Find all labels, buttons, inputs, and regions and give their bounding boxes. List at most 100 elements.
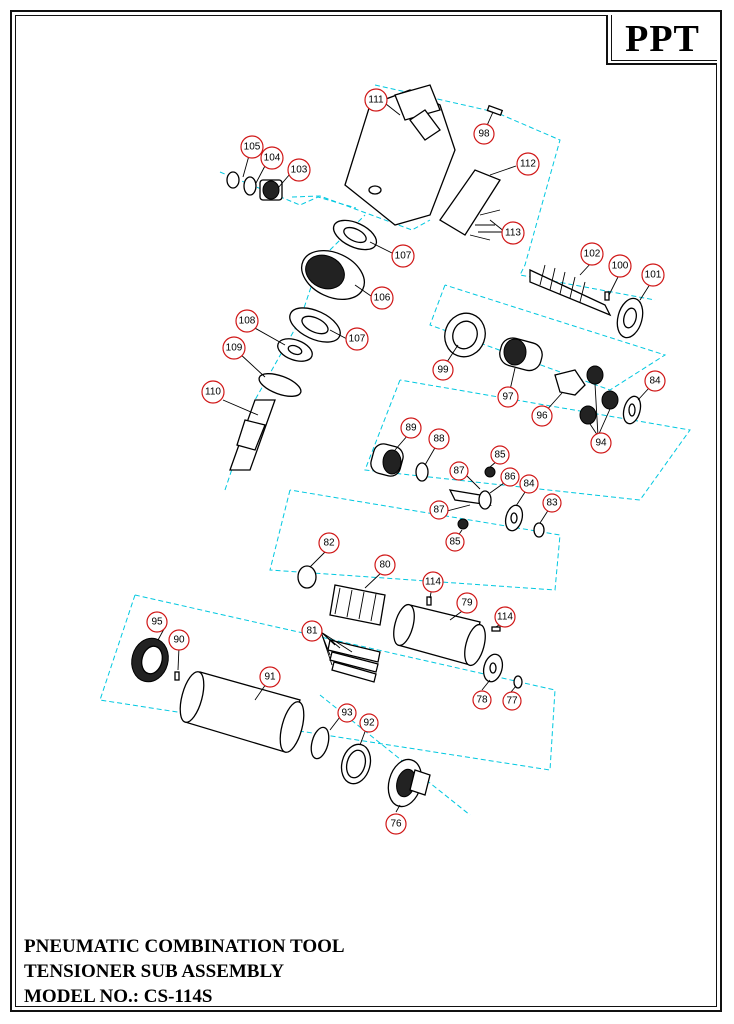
callout-90: 90 bbox=[168, 629, 190, 651]
callout-84-lower: 84 bbox=[519, 474, 539, 494]
part-90-pin bbox=[174, 671, 180, 681]
part-82-bearing bbox=[297, 565, 317, 589]
part-81-vanes bbox=[327, 639, 381, 683]
svg-text:85: 85 bbox=[494, 450, 506, 461]
part-94-planet-gears bbox=[579, 365, 619, 425]
title-block: PNEUMATIC COMBINATION TOOL TENSIONER SUB… bbox=[24, 934, 345, 1009]
callout-85-upper: 85 bbox=[490, 445, 510, 465]
svg-text:84: 84 bbox=[649, 376, 661, 387]
svg-text:78: 78 bbox=[476, 695, 488, 706]
callout-104: 104 bbox=[260, 146, 284, 170]
part-84-bearing-a bbox=[622, 395, 642, 425]
svg-text:114: 114 bbox=[497, 612, 513, 623]
part-92-ring bbox=[340, 743, 372, 785]
part-85-roller-b bbox=[457, 518, 469, 530]
svg-text:82: 82 bbox=[323, 538, 335, 549]
callout-78: 78 bbox=[472, 690, 492, 710]
part-83-clip bbox=[533, 522, 545, 538]
svg-text:105: 105 bbox=[244, 142, 261, 153]
svg-text:91: 91 bbox=[264, 672, 276, 683]
brand-logo-box: PPT bbox=[606, 15, 717, 65]
svg-text:80: 80 bbox=[379, 560, 391, 571]
part-93-oring bbox=[310, 726, 330, 760]
callout-105: 105 bbox=[240, 135, 264, 159]
callout-82: 82 bbox=[318, 532, 340, 554]
brand-box-inner-line bbox=[611, 15, 717, 61]
svg-text:112: 112 bbox=[520, 159, 536, 170]
callout-87-upper: 87 bbox=[449, 461, 469, 481]
title-product: PNEUMATIC COMBINATION TOOL bbox=[24, 936, 345, 957]
callout-99: 99 bbox=[432, 359, 454, 381]
part-91-motor-housing bbox=[179, 671, 305, 753]
callout-95: 95 bbox=[146, 611, 168, 633]
svg-text:87: 87 bbox=[433, 505, 445, 516]
svg-text:107: 107 bbox=[395, 251, 412, 262]
svg-text:110: 110 bbox=[205, 387, 221, 398]
callout-100: 100 bbox=[608, 254, 632, 278]
svg-text:111: 111 bbox=[368, 95, 384, 106]
callout-114-lower: 114 bbox=[494, 606, 516, 628]
svg-text:104: 104 bbox=[264, 153, 281, 164]
svg-text:114: 114 bbox=[425, 577, 441, 588]
part-107-bearing-lower bbox=[289, 307, 341, 343]
part-114-pin-a bbox=[426, 596, 432, 606]
svg-text:85: 85 bbox=[449, 537, 461, 548]
callout-96: 96 bbox=[531, 405, 553, 427]
part-110-shaft bbox=[229, 399, 276, 471]
part-111-housing bbox=[344, 84, 456, 226]
svg-text:103: 103 bbox=[291, 165, 308, 176]
brand-logo: PPT bbox=[625, 18, 700, 60]
part-99-sleeve bbox=[444, 312, 486, 358]
part-100-key bbox=[604, 291, 610, 301]
svg-text:113: 113 bbox=[505, 228, 521, 239]
svg-text:99: 99 bbox=[437, 365, 449, 376]
svg-text:107: 107 bbox=[349, 334, 366, 345]
part-112-plate bbox=[439, 169, 501, 241]
svg-text:108: 108 bbox=[239, 316, 256, 327]
callout-101: 101 bbox=[641, 263, 665, 287]
part-79-cylinder bbox=[393, 603, 486, 667]
svg-text:101: 101 bbox=[645, 270, 662, 281]
part-96-carrier bbox=[554, 369, 586, 396]
part-97-bushing bbox=[499, 337, 543, 372]
leader-lines bbox=[157, 103, 653, 813]
part-88-ring bbox=[415, 462, 429, 482]
svg-text:93: 93 bbox=[341, 708, 353, 719]
part-108-washer bbox=[277, 338, 313, 362]
callout-80: 80 bbox=[374, 554, 396, 576]
outer-border bbox=[10, 10, 722, 1012]
part-101-bearing bbox=[616, 297, 644, 339]
svg-text:94: 94 bbox=[595, 438, 607, 449]
callout-98: 98 bbox=[473, 123, 495, 145]
callout-91: 91 bbox=[259, 666, 281, 688]
svg-text:76: 76 bbox=[390, 819, 402, 830]
callout-107-lower: 107 bbox=[345, 327, 369, 351]
part-78-end-plate bbox=[482, 653, 504, 683]
part-77-clip bbox=[513, 675, 523, 689]
part-114-pin-b bbox=[491, 626, 501, 632]
callout-86: 86 bbox=[500, 467, 520, 487]
callout-108: 108 bbox=[235, 309, 259, 333]
svg-text:90: 90 bbox=[173, 635, 185, 646]
callout-103: 103 bbox=[287, 158, 311, 182]
callout-111: 111 bbox=[364, 88, 388, 112]
svg-text:81: 81 bbox=[306, 626, 318, 637]
svg-text:106: 106 bbox=[374, 293, 391, 304]
part-89-needle-bearing bbox=[370, 443, 404, 477]
title-assembly: TENSIONER SUB ASSEMBLY bbox=[24, 961, 285, 982]
callout-109: 109 bbox=[222, 336, 246, 360]
part-95-knurled-ring bbox=[131, 637, 169, 683]
callout-112: 112 bbox=[516, 152, 540, 176]
svg-text:86: 86 bbox=[504, 472, 516, 483]
callout-88: 88 bbox=[428, 428, 450, 450]
part-76-inlet bbox=[387, 758, 431, 808]
callout-110: 110 bbox=[201, 380, 225, 404]
part-109-oring bbox=[258, 373, 302, 397]
part-102-worm bbox=[529, 264, 612, 317]
svg-text:97: 97 bbox=[502, 392, 514, 403]
callout-97: 97 bbox=[497, 386, 519, 408]
callout-85-lower: 85 bbox=[445, 532, 465, 552]
callout-77: 77 bbox=[502, 691, 522, 711]
svg-text:96: 96 bbox=[536, 411, 548, 422]
callout-83: 83 bbox=[542, 493, 562, 513]
